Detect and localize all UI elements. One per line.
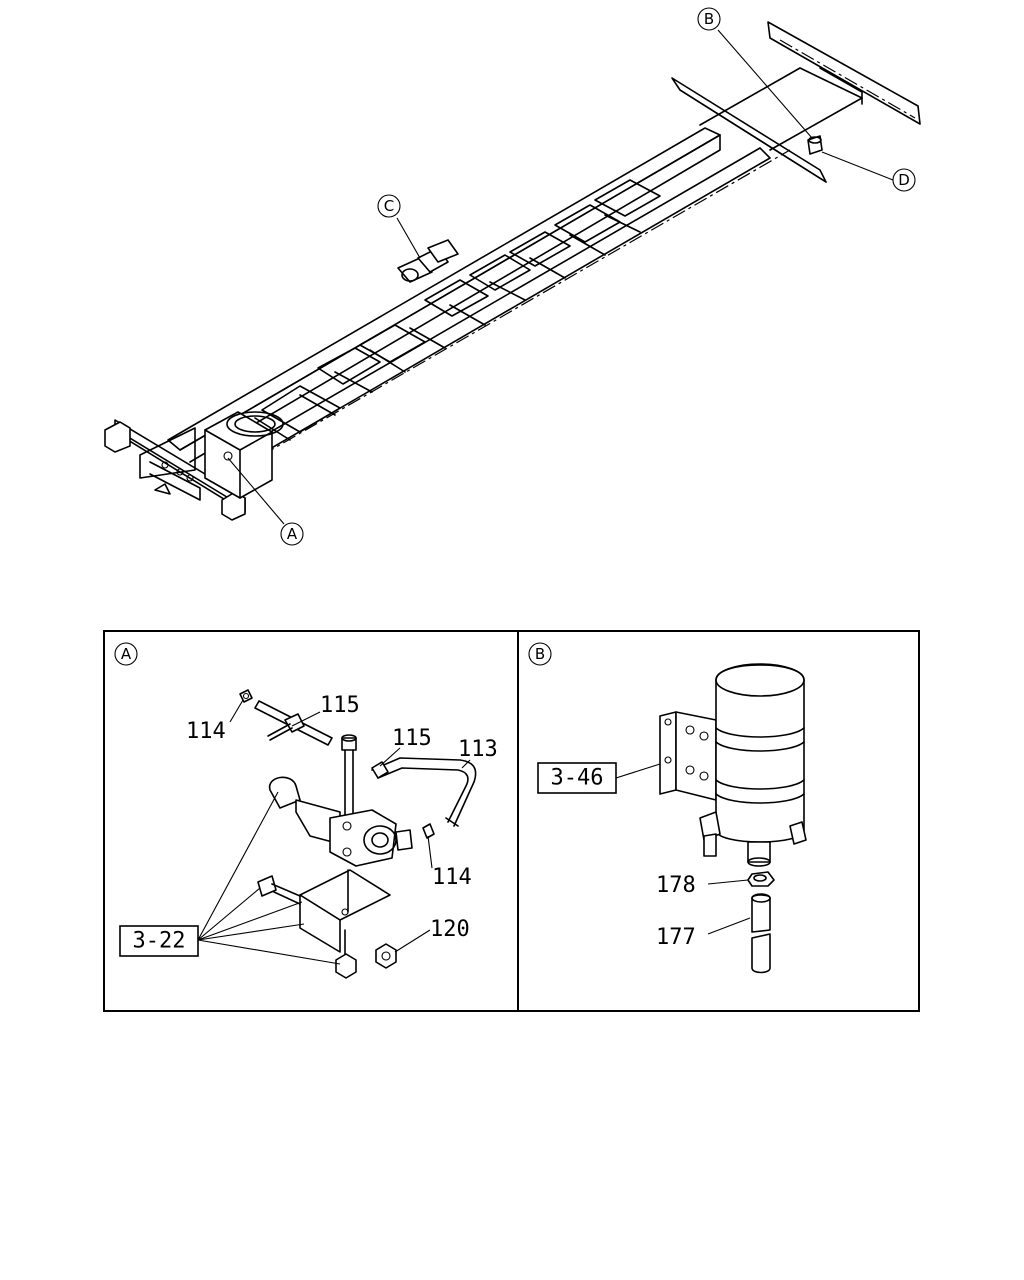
label-178: 178 bbox=[656, 873, 696, 898]
callout-b: B bbox=[697, 7, 721, 31]
ref-3-46-box bbox=[537, 762, 617, 794]
panel-b-title: B bbox=[535, 645, 545, 663]
detail-panel-a: A bbox=[114, 642, 498, 979]
detail-panels-frame bbox=[103, 630, 920, 1012]
label-113: 113 bbox=[458, 737, 498, 762]
label-177: 177 bbox=[656, 925, 696, 950]
label-115-top: 115 bbox=[320, 693, 360, 718]
label-114-top: 114 bbox=[186, 719, 226, 744]
callout-c: C bbox=[377, 194, 401, 218]
callout-a-label: A bbox=[287, 525, 298, 543]
label-114-bot: 114 bbox=[432, 865, 472, 890]
panel-a-title: A bbox=[121, 645, 132, 663]
part-c-fittings bbox=[397, 239, 459, 283]
label-120: 120 bbox=[430, 917, 470, 942]
callout-leaders bbox=[227, 29, 894, 525]
callout-c-label: C bbox=[384, 197, 394, 215]
ref-3-22-label: 3-22 bbox=[133, 929, 186, 954]
callout-b-label: B bbox=[704, 10, 714, 28]
detail-panel-b: B 3-46 178 bbox=[528, 642, 807, 974]
callout-a: A bbox=[280, 522, 304, 546]
callout-d: D bbox=[892, 168, 916, 192]
label-115-mid: 115 bbox=[392, 726, 432, 751]
ref-3-46-label: 3-46 bbox=[551, 766, 604, 791]
ref-3-22-box bbox=[119, 925, 199, 957]
chassis-frame bbox=[104, 21, 921, 521]
callout-d-label: D bbox=[898, 171, 910, 189]
